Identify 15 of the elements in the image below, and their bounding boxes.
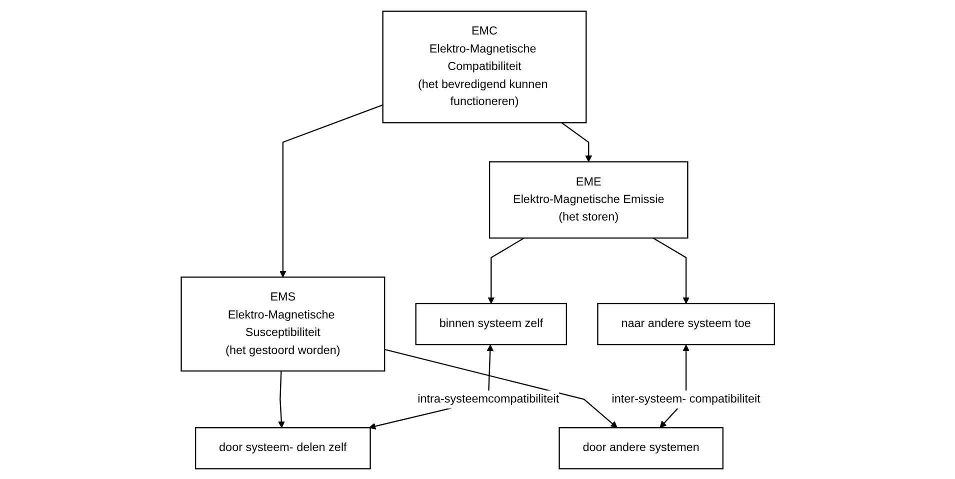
node-box: door andere systemen — [558, 426, 724, 469]
node-box: naar andere systeem toe — [596, 302, 775, 345]
arrow — [278, 370, 284, 428]
arrow — [487, 237, 524, 304]
node-box: binnen systeem zelf — [414, 302, 567, 345]
arrow — [560, 122, 592, 162]
node-box: EME Elektro-Magnetische Emissie (het storen) — [488, 160, 688, 238]
node-box: EMC Elektro-Magnetische Compatibiliteit (het bevredigend kunnen functioneren) — [382, 10, 586, 123]
arrow — [652, 237, 690, 304]
arrow — [384, 348, 618, 428]
node-box: door systeem- delen zelf — [194, 426, 371, 469]
arrow — [279, 104, 383, 277]
edge-label: intra-systeemcompatibiliteit — [417, 392, 559, 405]
edge-label: inter-systeem- compatibiliteit — [611, 392, 760, 405]
node-box: EMS Elektro-Magnetische Susceptibiliteit (het gestoord worden) — [180, 276, 385, 372]
